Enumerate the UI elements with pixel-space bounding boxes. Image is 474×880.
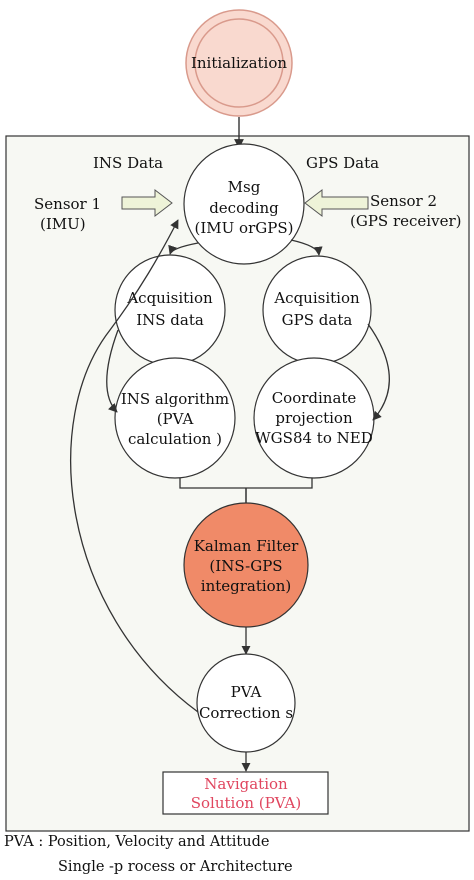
acq-gps-line2: GPS data: [282, 311, 353, 329]
sensor2-label-line2: (GPS receiver): [350, 212, 461, 230]
arrow-acq-gps-to-coord: [367, 323, 390, 421]
msg-label-line1: Msg: [228, 178, 261, 196]
legend-architecture: Single -p rocess or Architecture: [58, 859, 293, 875]
kalman-line3: integration): [201, 577, 291, 595]
kalman-filter-node: Kalman Filter (INS-GPS integration): [183, 502, 309, 628]
acq-ins-line2: INS data: [136, 311, 204, 329]
ins-alg-line3: calculation ): [128, 430, 222, 448]
pva-corr-line1: PVA: [231, 683, 262, 701]
coord-line2: projection: [275, 409, 353, 427]
arrow-msg-to-acq-ins: [168, 242, 199, 255]
msg-label-line3: (IMU orGPS): [195, 219, 294, 237]
kalman-line1: Kalman Filter: [194, 537, 299, 555]
coord-line3: WGS84 to NED: [255, 429, 372, 447]
sensor2-label-line1: Sensor 2: [370, 192, 437, 210]
acquisition-ins-node: Acquisition INS data: [114, 254, 226, 366]
legend-pva-definition: PVA : Position, Velocity and Attitude: [4, 834, 270, 850]
gps-data-label: GPS Data: [306, 154, 379, 172]
sensor1-arrow: [121, 188, 173, 218]
pva-correction-node: PVA Correction s: [196, 653, 296, 753]
ins-alg-line2: (PVA: [157, 410, 194, 428]
arrow-msg-to-acq-gps: [290, 239, 323, 256]
nav-line1: Navigation: [204, 775, 288, 793]
arrow-acq-ins-to-ins-alg: [106, 329, 119, 413]
msg-decoding-node: Msg decoding (IMU orGPS): [183, 143, 305, 265]
sensor2-arrow: [304, 188, 369, 218]
acq-ins-line1: Acquisition: [126, 289, 213, 307]
ins-algorithm-node: INS algorithm (PVA calculation ): [114, 357, 236, 479]
navigation-solution-node: Navigation Solution (PVA): [162, 771, 329, 815]
initialization-node: Initialization: [185, 9, 293, 117]
coord-line1: Coordinate: [272, 389, 357, 407]
feedback-loop-arrow: [70, 219, 199, 713]
coordinate-projection-node: Coordinate projection WGS84 to NED: [253, 357, 375, 479]
nav-line2: Solution (PVA): [191, 794, 302, 812]
pva-corr-line2: Correction s: [199, 704, 293, 722]
initialization-label: Initialization: [191, 54, 287, 72]
msg-label-line2: decoding: [209, 199, 279, 217]
ins-data-label: INS Data: [93, 154, 163, 172]
sensor1-label-line2: (IMU): [40, 215, 86, 233]
acquisition-gps-node: Acquisition GPS data: [262, 255, 372, 365]
sensor1-label-line1: Sensor 1: [34, 195, 101, 213]
kalman-line2: (INS-GPS: [209, 557, 282, 575]
ins-alg-line1: INS algorithm: [121, 390, 229, 408]
acq-gps-line1: Acquisition: [273, 289, 360, 307]
